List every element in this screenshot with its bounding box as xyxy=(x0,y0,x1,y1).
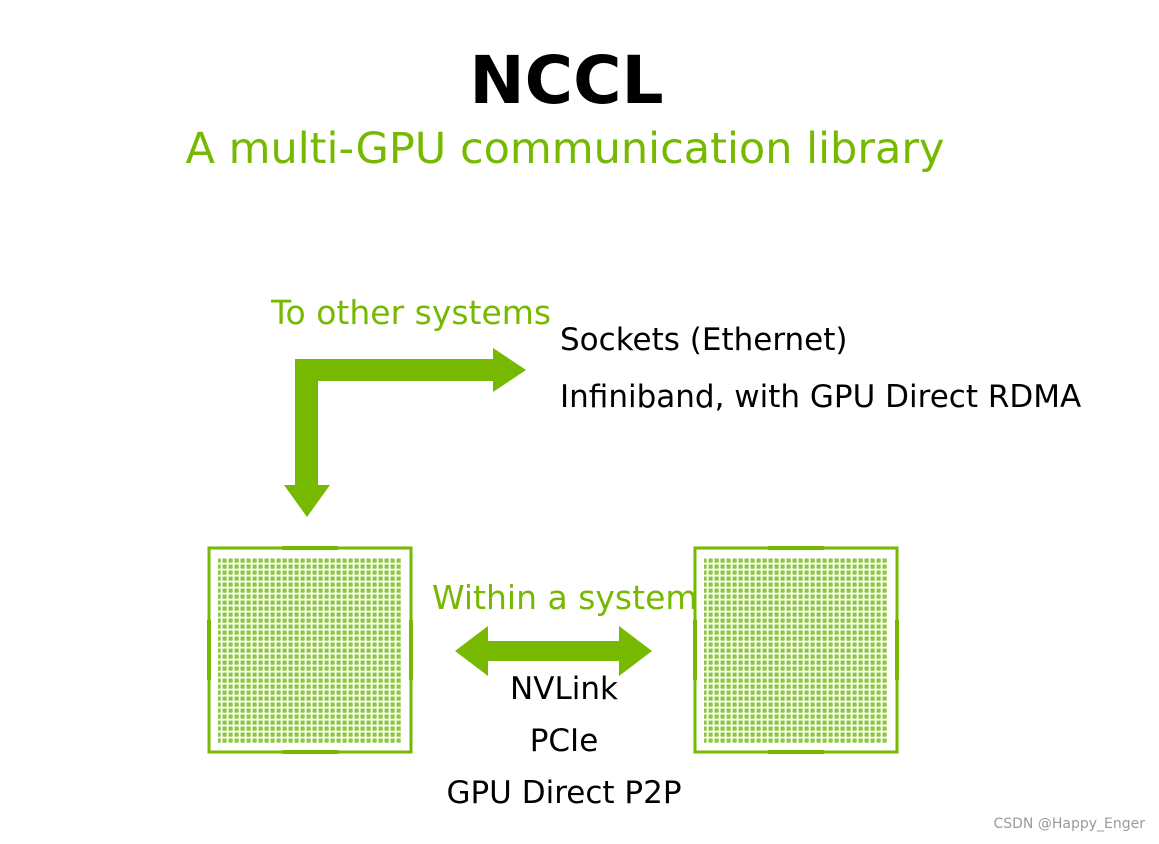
method-nvlink: NVLink xyxy=(510,671,618,707)
gpu-chip-right xyxy=(693,546,899,754)
watermark: CSDN @Happy_Enger xyxy=(993,816,1145,832)
gpu-chip-left xyxy=(207,546,413,754)
within-a-system-label: Within a system xyxy=(432,578,698,617)
to-other-systems-arrow xyxy=(284,348,526,517)
method-sockets: Sockets (Ethernet) xyxy=(560,322,848,358)
page-title: NCCL xyxy=(469,42,664,119)
method-infiniband: Infiniband, with GPU Direct RDMA xyxy=(560,379,1082,415)
method-pcie: PCIe xyxy=(529,723,599,759)
page-subtitle: A multi-GPU communication library xyxy=(185,124,945,174)
method-gpu-direct-p2p: GPU Direct P2P xyxy=(446,775,682,811)
within-system-double-arrow xyxy=(455,626,652,676)
to-other-systems-label: To other systems xyxy=(271,293,552,332)
